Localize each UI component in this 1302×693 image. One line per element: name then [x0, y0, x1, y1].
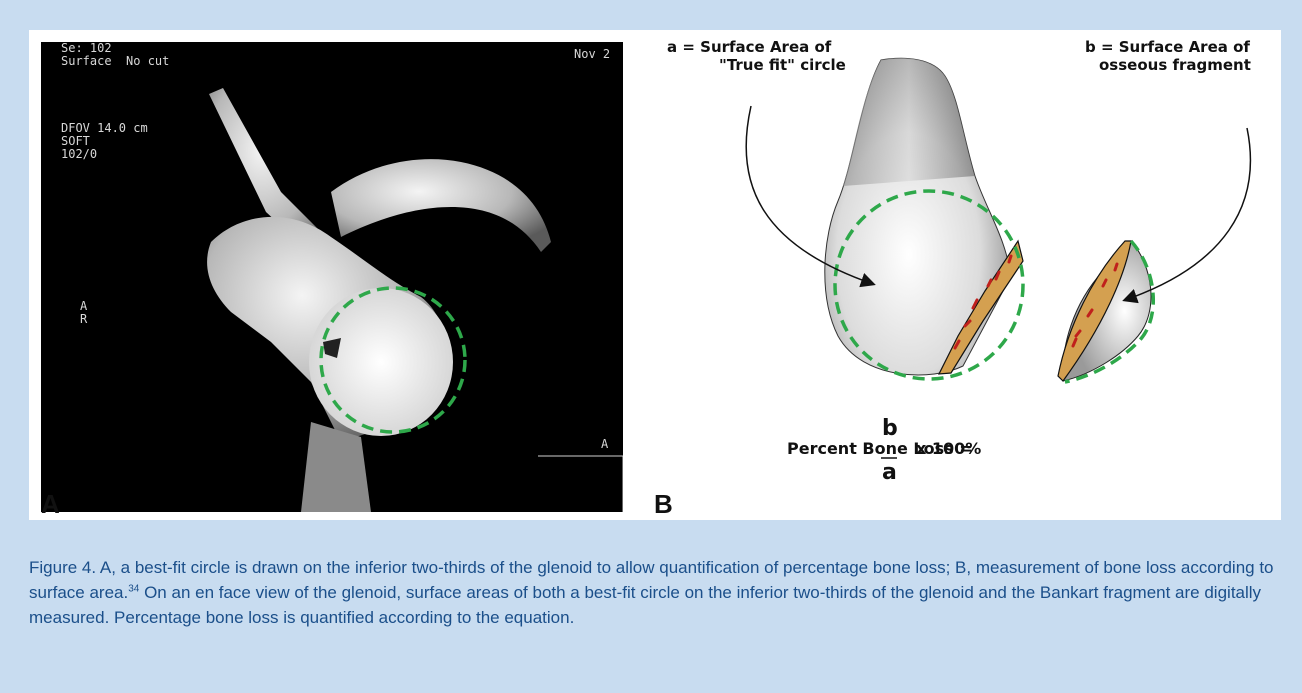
ct-slice-label: 102/0 [61, 148, 97, 161]
panel-letter-b: B [654, 489, 673, 520]
ct-orient-r: R [80, 313, 87, 326]
figure-caption: Figure 4. A, a best-fit circle is drawn … [29, 555, 1274, 630]
bone-loss-diagram: a = Surface Area of "True fit" circle b … [633, 36, 1281, 520]
label-a-line1: a = Surface Area of [667, 38, 831, 56]
panel-letter-a: A [41, 489, 60, 520]
label-b-line2: osseous fragment [1099, 56, 1251, 74]
label-b-line1: b = Surface Area of [1085, 38, 1250, 56]
scapula-render [41, 42, 623, 512]
equation-numerator: b [882, 420, 898, 438]
label-a-line2: "True fit" circle [719, 56, 846, 74]
ct-corner-a: A [601, 438, 608, 451]
ct-3d-reconstruction-image: Se: 102 Surface No cut Nov 2 DFOV 14.0 c… [41, 42, 623, 512]
equation-rhs: x 100% [916, 440, 981, 458]
ct-mode-label: Surface No cut [61, 55, 169, 68]
ct-date-label: Nov 2 [574, 48, 610, 61]
caption-reference: 34 [128, 583, 139, 594]
equation-denominator: a [882, 464, 897, 482]
caption-text-end: On an en face view of the glenoid, surfa… [29, 583, 1261, 627]
figure-panel: Se: 102 Surface No cut Nov 2 DFOV 14.0 c… [29, 30, 1281, 520]
